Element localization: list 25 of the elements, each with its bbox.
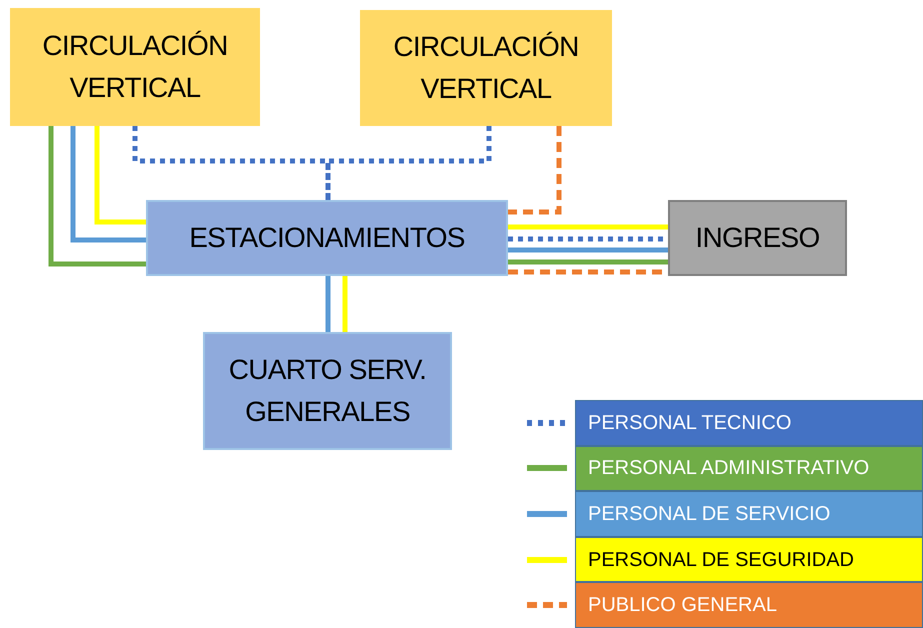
connector-line bbox=[94, 126, 146, 224]
box-label: CUARTO SERV. GENERALES bbox=[228, 353, 428, 429]
process-box bbox=[10, 8, 260, 126]
process-box bbox=[668, 200, 847, 276]
connector-line bbox=[326, 276, 330, 332]
box-label: INGRESO bbox=[695, 221, 820, 255]
legend-label: PERSONAL DE SEGURIDAD bbox=[588, 548, 854, 573]
legend-label: PERSONAL DE SERVICIO bbox=[588, 502, 830, 527]
connector-line bbox=[342, 276, 348, 332]
connector-line bbox=[70, 126, 146, 242]
connector-line bbox=[508, 126, 562, 214]
box-label: CIRCULACIÓN VERTICAL bbox=[392, 30, 580, 106]
connector-line bbox=[48, 126, 146, 266]
box-label: CIRCULACIÓN VERTICAL bbox=[41, 29, 229, 105]
legend-label: PERSONAL ADMINISTRATIVO bbox=[588, 456, 870, 482]
process-box bbox=[146, 200, 508, 276]
process-box bbox=[203, 332, 452, 450]
process-box bbox=[360, 10, 612, 126]
connector-line bbox=[508, 248, 668, 252]
connector-line bbox=[508, 224, 668, 230]
connector-line bbox=[326, 126, 492, 200]
legend-label: PERSONAL TECNICO bbox=[588, 410, 792, 436]
connector-line bbox=[508, 260, 668, 264]
legend-label: PUBLICO GENERAL bbox=[588, 593, 777, 618]
box-label: ESTACIONAMIENTOS bbox=[189, 221, 465, 255]
